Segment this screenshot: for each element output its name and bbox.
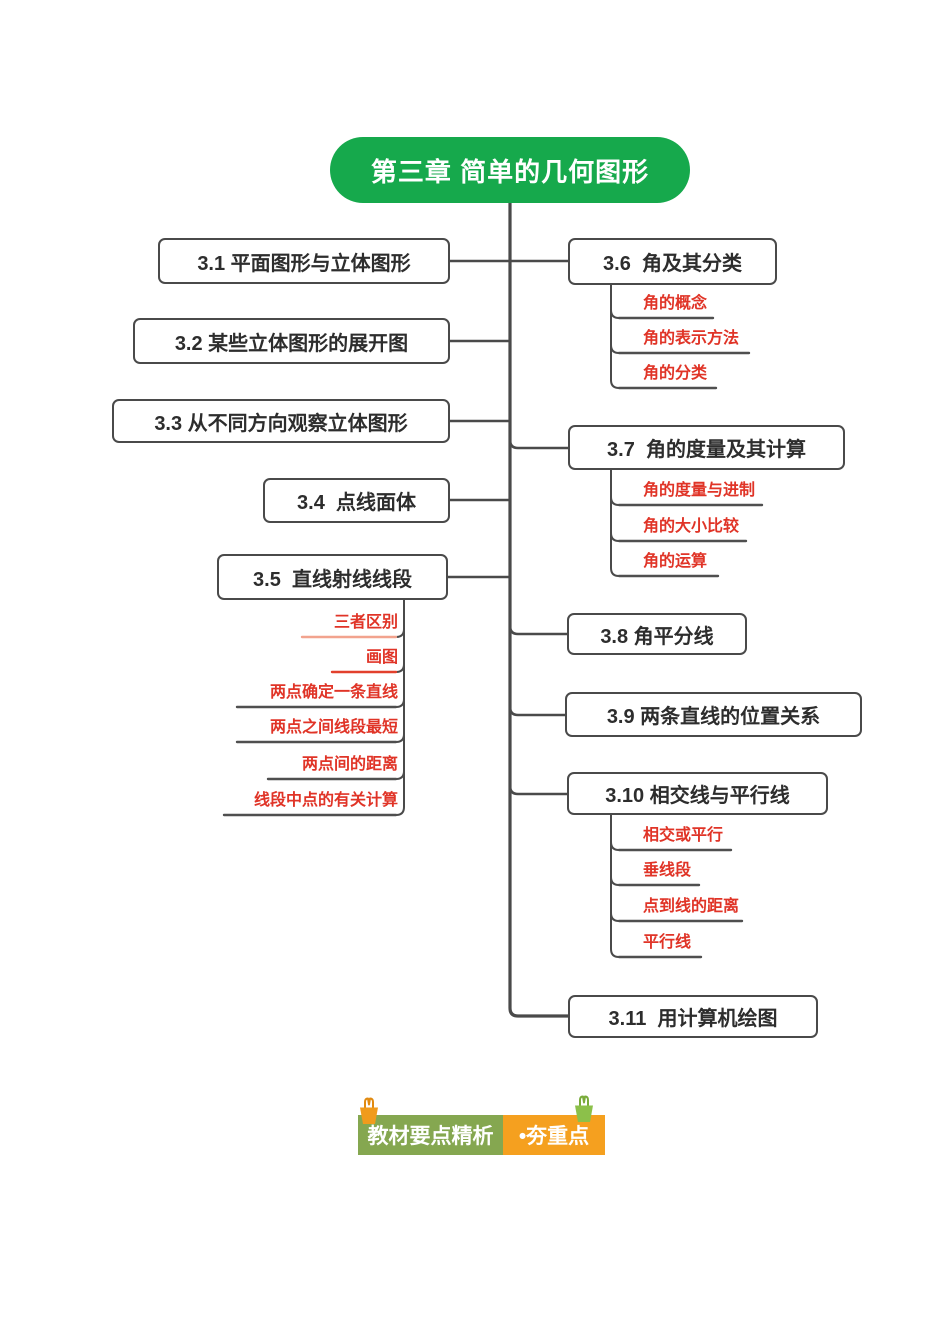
sub-item-sanzhequbie: 三者区别 bbox=[333, 614, 398, 631]
trunk-line bbox=[508, 198, 571, 1018]
sub-item-xianduan-zuiduan: 两点之间线段最短 bbox=[269, 719, 398, 736]
footer-banner-right: •夯重点 bbox=[503, 1115, 605, 1155]
sub-item-liangdian-juli: 两点间的距离 bbox=[301, 756, 398, 773]
sub-item-pingxingxian: 平行线 bbox=[643, 934, 692, 951]
node-3-9: 3.9 两条直线的位置关系 bbox=[565, 692, 862, 737]
binder-clip-icon-right bbox=[575, 1095, 593, 1122]
sub-item-daxiao-bijiao: 角的大小比较 bbox=[643, 518, 740, 535]
footer-banner-left: 教材要点精析 bbox=[358, 1115, 503, 1155]
node-3-7: 3.7 角的度量及其计算 bbox=[568, 425, 845, 470]
root-node-chapter-title: 第三章 简单的几何图形 bbox=[330, 137, 690, 203]
node-3-10: 3.10 相交线与平行线 bbox=[567, 772, 828, 815]
sub-item-diandaoxian-juli: 点到线的距离 bbox=[643, 898, 740, 915]
sub-item-jiaodeyunsuan: 角的运算 bbox=[643, 553, 708, 570]
node-3-5: 3.5 直线射线线段 bbox=[217, 554, 448, 600]
sub-item-xiangjiao-pingxing: 相交或平行 bbox=[643, 827, 724, 844]
sub-item-duliang-jinzhi: 角的度量与进制 bbox=[643, 482, 756, 499]
sub-item-liangdian-queding: 两点确定一条直线 bbox=[269, 684, 398, 701]
node-3-11: 3.11 用计算机绘图 bbox=[568, 995, 818, 1038]
node-3-6: 3.6 角及其分类 bbox=[568, 238, 777, 285]
sub-item-chuixianduan: 垂线段 bbox=[643, 862, 692, 879]
node-3-4: 3.4 点线面体 bbox=[263, 478, 450, 523]
footer-banner: 教材要点精析 •夯重点 bbox=[358, 1115, 605, 1155]
sub-item-biaoshifangfa: 角的表示方法 bbox=[643, 330, 740, 347]
sub-item-jiaodefenlei: 角的分类 bbox=[643, 365, 708, 382]
node-3-1: 3.1 平面图形与立体图形 bbox=[158, 238, 450, 284]
sub-item-zhongdian-jisuan: 线段中点的有关计算 bbox=[253, 792, 398, 809]
node-3-2: 3.2 某些立体图形的展开图 bbox=[133, 318, 450, 364]
node-3-8: 3.8 角平分线 bbox=[567, 613, 747, 655]
sub-item-huatu: 画图 bbox=[365, 649, 398, 666]
sub-item-jiaodegainian: 角的概念 bbox=[643, 295, 708, 312]
binder-clip-icon-left bbox=[360, 1097, 378, 1124]
node-3-3: 3.3 从不同方向观察立体图形 bbox=[112, 399, 450, 443]
